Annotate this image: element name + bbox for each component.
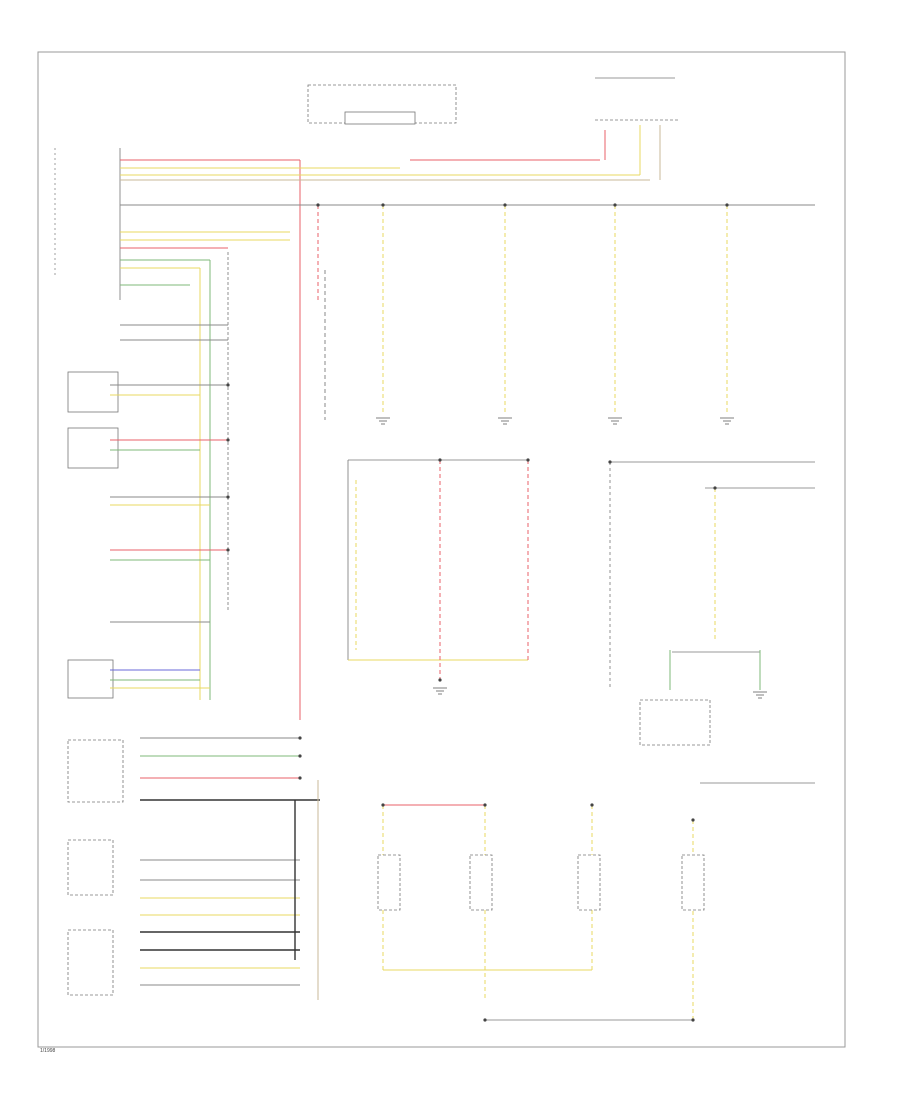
terminal-dot [483, 1018, 487, 1022]
interior-light-control-module [639, 699, 711, 746]
lamp-connectors-top [382, 205, 728, 415]
wire-layer [110, 125, 815, 1000]
terminal-dot [381, 203, 385, 207]
terminal-layer [226, 203, 729, 1022]
terminal-dot [316, 203, 320, 207]
relay-top-right [595, 77, 680, 121]
left-components [67, 371, 124, 996]
fuse-box-top [307, 84, 457, 125]
footer-code: 1/1998 [40, 1048, 56, 1054]
terminal-dot [691, 1018, 695, 1022]
terminal-dot [226, 383, 230, 387]
terminal-dot [298, 776, 302, 780]
terminal-dot [226, 548, 230, 552]
rear-compartment-lamp-box [67, 659, 114, 699]
terminal-dot [438, 678, 442, 682]
rear-lamp-box-1 [377, 854, 401, 911]
terminal-dot [613, 203, 617, 207]
courtesy-lamp-group [347, 459, 529, 695]
rear-lamp-box-3 [577, 854, 601, 911]
terminal-dot [226, 495, 230, 499]
ground-symbols-top [376, 417, 734, 425]
terminal-dot [226, 438, 230, 442]
rear-lamp-row [377, 804, 705, 1021]
terminal-dot [381, 803, 385, 807]
diagram-frame [37, 51, 846, 1048]
terminal-dot [608, 460, 612, 464]
rear-reading-box [67, 929, 114, 996]
terminal-dot [590, 803, 594, 807]
terminal-dot [503, 203, 507, 207]
rear-lamp-box-4 [681, 854, 705, 911]
terminal-dot [298, 736, 302, 740]
terminal-dot [483, 803, 487, 807]
terminal-dot [713, 486, 717, 490]
terminal-dot [691, 818, 695, 822]
glove-box-lamp-box [67, 427, 119, 469]
central-lock-module-box [67, 371, 119, 413]
rear-switch-box [67, 839, 114, 896]
right-middle-section [609, 461, 815, 784]
rear-console-box [67, 739, 124, 803]
terminal-dot [298, 754, 302, 758]
terminal-dot [526, 458, 530, 462]
terminal-dot [725, 203, 729, 207]
rear-lamp-box-2 [469, 854, 493, 911]
terminal-dot [438, 458, 442, 462]
